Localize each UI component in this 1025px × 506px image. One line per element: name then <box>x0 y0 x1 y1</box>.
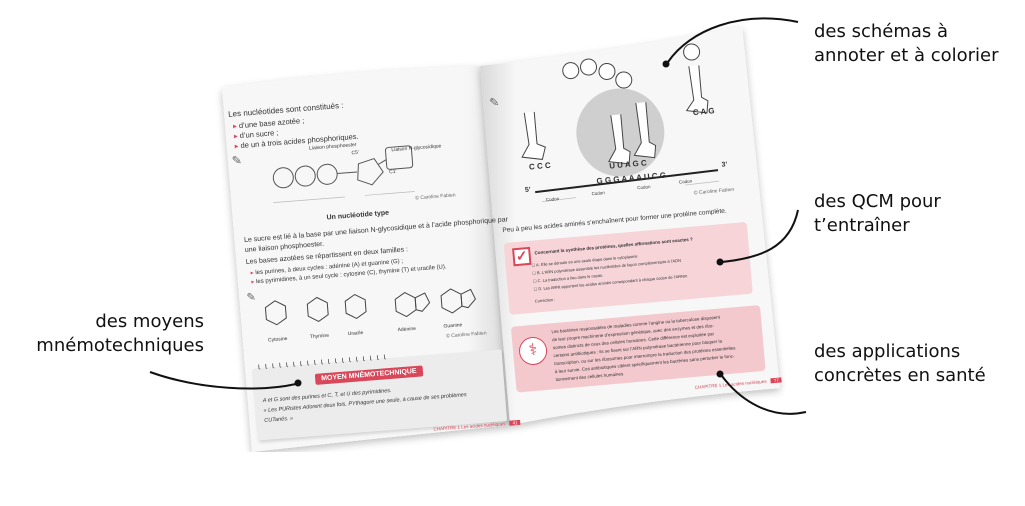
arrow-moyens <box>149 371 297 390</box>
callout-schemas-line-2: annoter et à colorier <box>814 45 999 67</box>
bases-diagram <box>264 288 477 326</box>
callout-qcm: des QCM pour t’entraîner <box>814 190 941 239</box>
arrow-applications <box>721 375 807 415</box>
callout-qcm-line-2: t’entraîner <box>814 215 910 237</box>
callout-applications-line-2: concrètes en santé <box>814 365 986 387</box>
translation-diagram <box>521 43 719 202</box>
callout-schemas-line-1: des schémas à <box>814 21 949 42</box>
arrow-qcm <box>721 209 799 263</box>
callout-qcm-line-1: des QCM pour <box>814 191 941 212</box>
callout-moyens-line-1: des moyens <box>95 311 204 332</box>
callout-moyens-line-2: mnémotechniques <box>36 335 204 357</box>
callout-applications-line-1: des applications <box>814 341 961 362</box>
left-page-content: Les nucléotides sont constitués : ▸ d’un… <box>228 101 521 441</box>
arrow-schemas <box>667 17 799 63</box>
callout-arrows <box>149 17 807 415</box>
callout-moyens: des moyens mnémotechniques <box>34 310 204 359</box>
nucleotide-diagram <box>272 145 415 203</box>
callout-schemas: des schémas à annoter et à colorier <box>814 20 999 69</box>
callout-applications: des applications concrètes en santé <box>814 340 986 389</box>
